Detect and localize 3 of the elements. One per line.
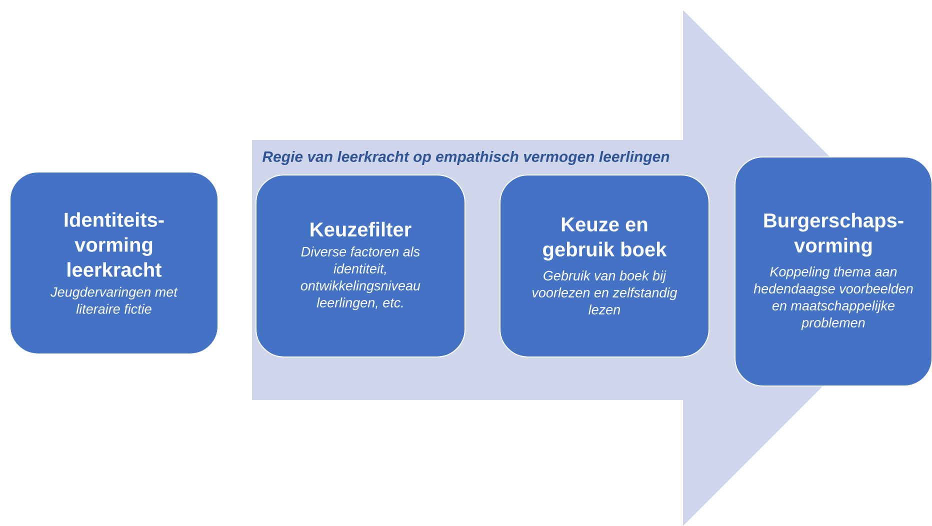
process-box: Keuze en gebruik boek Gebruik van boek bij voorlezen en zelfstandig lezen [500,174,710,358]
process-box: Keuzefilter Diverse factoren als identiteit, ontwikkelingsniveau leerlingen, etc. [256,174,466,358]
process-box: Identiteits- vorming leerkracht Jeugdervaringen met literaire fictie [10,172,218,354]
